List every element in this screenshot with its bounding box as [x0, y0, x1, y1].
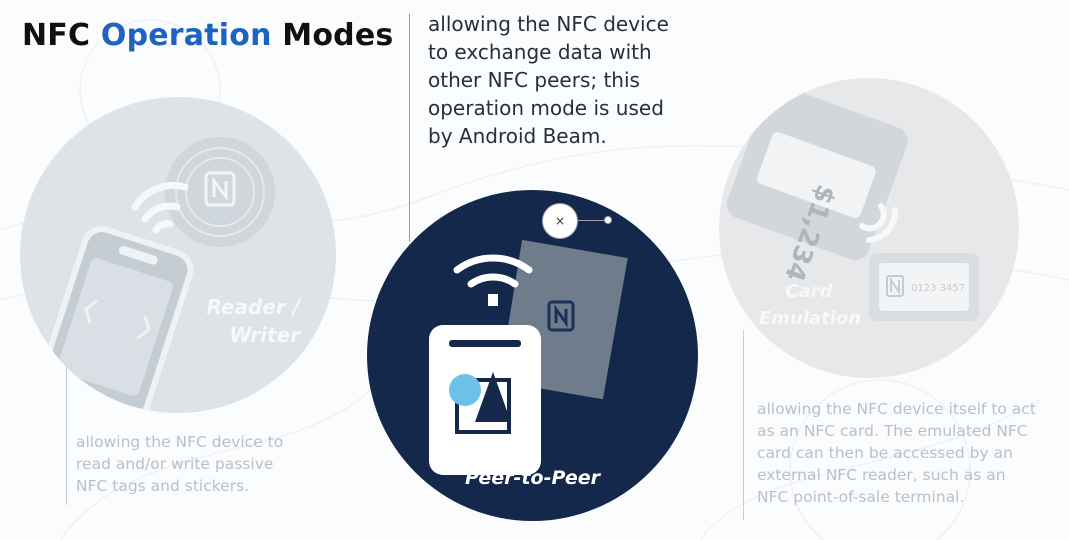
reader-connector-line	[66, 365, 67, 505]
title-accent: Operation	[100, 18, 272, 53]
phone-icon	[429, 325, 541, 475]
peer-to-peer-circle: Peer-to-Peer	[367, 190, 698, 521]
card-reader-terminal	[726, 85, 908, 261]
reader-writer-description: allowing the NFC device to read and/or w…	[76, 433, 284, 495]
close-icon: ×	[554, 214, 566, 228]
nfc-logo-icon	[547, 300, 575, 332]
peer-to-peer-illustration	[429, 239, 628, 475]
reader-writer-circle: Reader / Writer	[20, 97, 336, 413]
card-emulation-description: allowing the NFC device itself to act as…	[757, 400, 1036, 506]
reader-writer-illustration	[33, 137, 275, 413]
title-part1: NFC	[22, 18, 101, 53]
title-part2: Modes	[271, 18, 394, 53]
reader-writer-label: Reader / Writer	[206, 295, 300, 347]
peer-description: allowing the NFC device to exchange data…	[428, 12, 669, 148]
card-emulation-circle: $1,234 0123 3457 Card Emulation	[719, 78, 1019, 378]
phone-icon	[33, 226, 194, 413]
page-title: NFC Operation Modes	[22, 18, 393, 53]
card-emulation-label: Card Emulation	[759, 281, 862, 329]
card-connector-line	[743, 330, 744, 520]
nfc-logo-icon	[204, 171, 236, 207]
nfc-logo-icon	[886, 275, 904, 297]
close-marker-line	[578, 220, 606, 221]
close-marker-dot	[604, 216, 612, 224]
peer-connector-line	[409, 14, 410, 242]
wifi-waves-icon	[453, 254, 533, 306]
wifi-waves-icon	[131, 181, 189, 234]
nfc-card: 0123 3457	[869, 253, 979, 321]
wifi-waves-icon	[859, 203, 899, 243]
card-emulation-illustration: $1,234 0123 3457	[726, 85, 979, 321]
peer-to-peer-label: Peer-to-Peer	[464, 467, 601, 489]
card-number: 0123 3457	[911, 283, 965, 294]
close-marker[interactable]: ×	[542, 203, 578, 239]
